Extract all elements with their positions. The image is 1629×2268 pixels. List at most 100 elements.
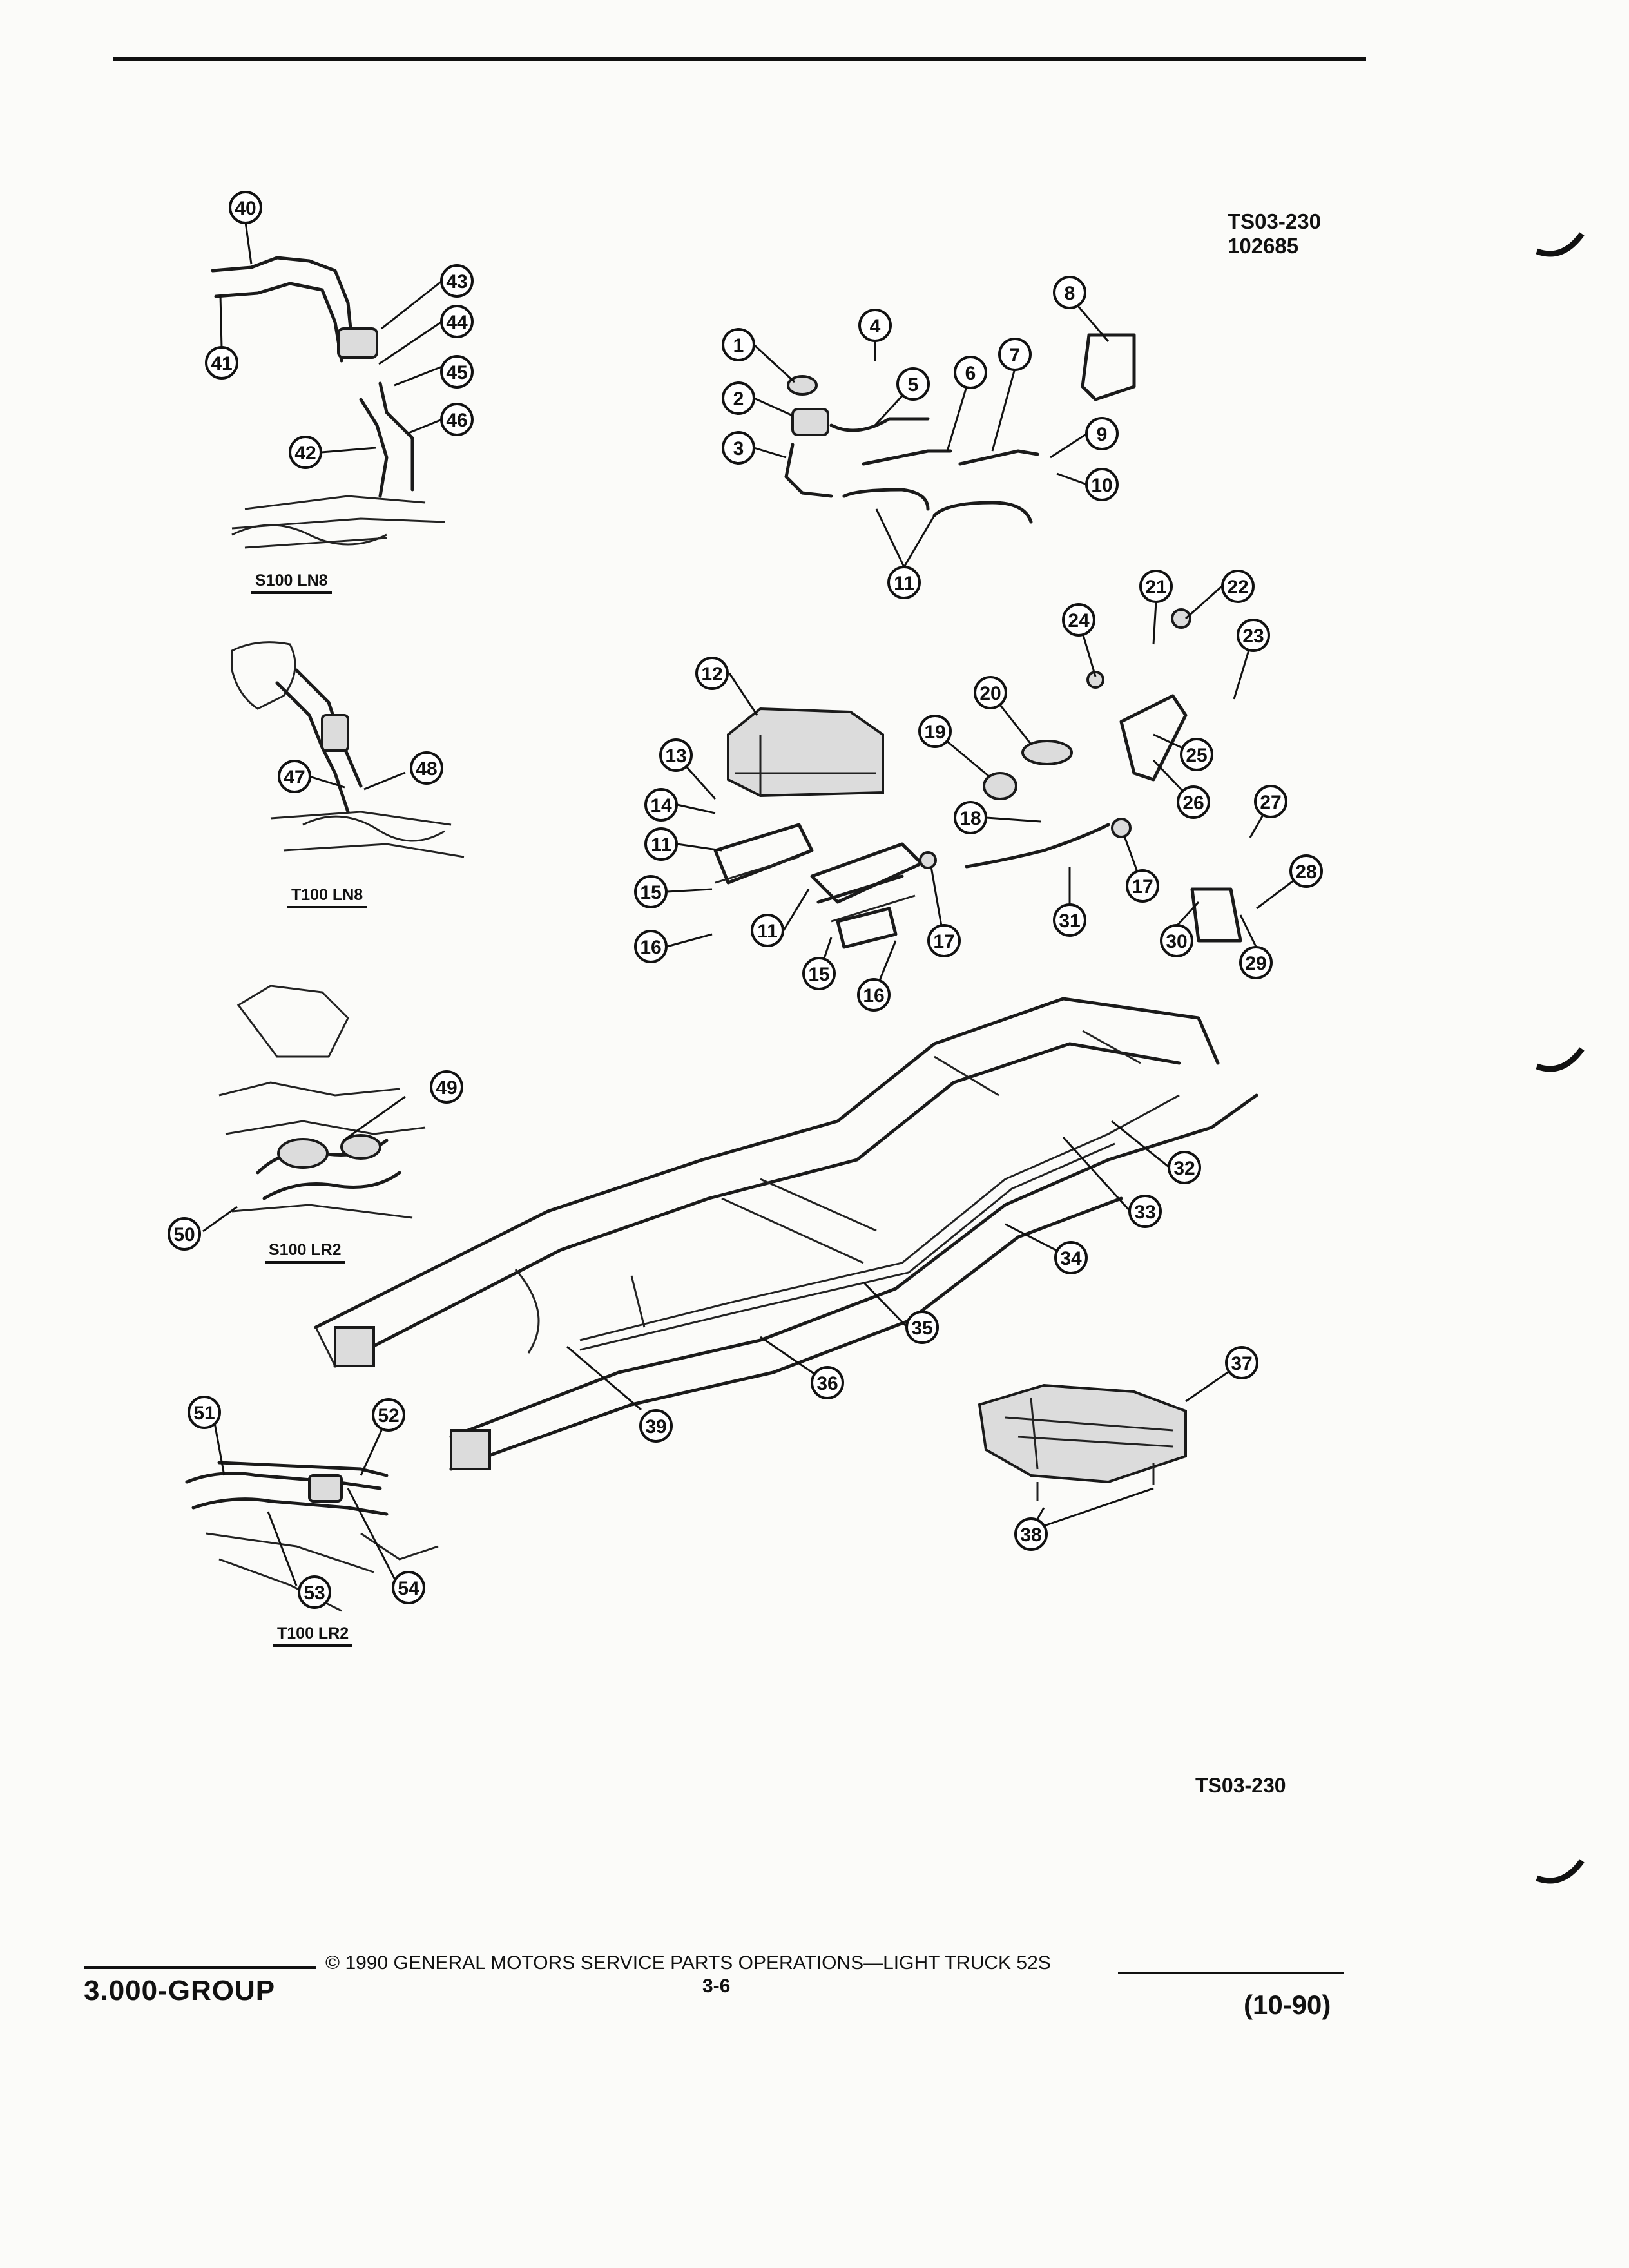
footer-revision-date: (10-90) — [1244, 1990, 1331, 2020]
callout-number: 29 — [1245, 953, 1266, 974]
callout-number: 21 — [1145, 577, 1166, 598]
callout-52: 52 — [372, 1398, 405, 1432]
callout-41: 41 — [205, 346, 238, 380]
callout-1: 1 — [722, 328, 755, 361]
callout-51: 51 — [188, 1396, 221, 1429]
callout-32: 32 — [1168, 1151, 1201, 1184]
callout-53: 53 — [298, 1575, 331, 1609]
callout-11c: 11 — [751, 914, 784, 947]
callout-48: 48 — [410, 751, 443, 785]
callout-16a: 16 — [634, 930, 668, 963]
callout-number: 50 — [173, 1224, 195, 1245]
binding-mark-3 — [1536, 1859, 1585, 1884]
callout-17b: 17 — [1126, 869, 1159, 903]
callout-number: 47 — [284, 767, 305, 788]
callout-49: 49 — [430, 1070, 463, 1104]
callout-46: 46 — [440, 403, 474, 436]
fuel-line-assembly-t100-ln8 — [231, 641, 465, 858]
callout-37: 37 — [1225, 1346, 1258, 1379]
callout-number: 40 — [235, 198, 256, 219]
footer-copyright: © 1990 GENERAL MOTORS SERVICE PARTS OPER… — [325, 1952, 1051, 1974]
figure-code-top: TS03-230 102685 — [1228, 209, 1321, 258]
callout-28: 28 — [1289, 854, 1323, 888]
fuel-sender-strap-group — [784, 333, 1136, 524]
exploded-parts-diagram: 40 41 42 43 44 45 46 47 48 49 50 51 52 5… — [168, 191, 1323, 1612]
callout-number: 54 — [398, 1578, 419, 1599]
callout-number: 39 — [645, 1416, 666, 1437]
view-label-t100-ln8: T100 LN8 — [287, 886, 367, 908]
callout-number: 15 — [808, 964, 829, 985]
callout-number: 15 — [640, 882, 661, 903]
callout-number: 33 — [1134, 1202, 1155, 1223]
callout-6: 6 — [954, 356, 987, 389]
fuel-tank-group — [713, 608, 1242, 949]
figure-code-bottom: TS03-230 — [1195, 1774, 1286, 1797]
callout-number: 49 — [436, 1077, 457, 1099]
callout-number: 34 — [1060, 1248, 1082, 1269]
callout-number: 24 — [1068, 610, 1090, 631]
callout-number: 6 — [965, 363, 976, 384]
callout-4: 4 — [858, 309, 892, 342]
binding-mark-1 — [1536, 232, 1585, 257]
callout-number: 22 — [1227, 577, 1248, 598]
callout-50: 50 — [168, 1217, 201, 1251]
callout-number: 42 — [294, 443, 316, 464]
callout-number: 20 — [979, 683, 1001, 704]
callout-number: 16 — [863, 985, 884, 1006]
callout-15a: 15 — [634, 875, 668, 908]
callout-22: 22 — [1221, 570, 1255, 603]
callout-29: 29 — [1239, 946, 1273, 979]
callout-number: 7 — [1010, 345, 1021, 366]
view-label-t100-lr2: T100 LR2 — [273, 1624, 353, 1647]
callout-number: 37 — [1231, 1353, 1252, 1374]
callout-number: 11 — [651, 834, 671, 856]
top-rule — [113, 57, 1366, 61]
figure-date-code: 102685 — [1228, 234, 1299, 258]
callout-number: 2 — [733, 389, 744, 410]
callout-42: 42 — [289, 436, 322, 469]
callout-33: 33 — [1128, 1195, 1162, 1228]
callout-38: 38 — [1014, 1517, 1048, 1551]
callout-12: 12 — [695, 657, 729, 690]
fuel-line-assembly-s100-ln8 — [211, 256, 445, 549]
callout-13: 13 — [659, 738, 693, 772]
callout-number: 28 — [1295, 861, 1316, 883]
callout-number: 51 — [193, 1403, 215, 1424]
callout-9: 9 — [1085, 417, 1119, 450]
callout-number: 45 — [446, 362, 467, 383]
callout-27: 27 — [1254, 785, 1287, 818]
callout-number: 1 — [733, 335, 744, 356]
callout-number: 23 — [1242, 626, 1264, 647]
callout-8: 8 — [1053, 276, 1086, 309]
callout-10: 10 — [1085, 468, 1119, 501]
callout-19: 19 — [918, 715, 952, 748]
callout-number: 48 — [416, 758, 437, 780]
callout-number: 17 — [1132, 876, 1153, 898]
callout-7: 7 — [998, 338, 1032, 371]
footer-group-number: 3.000-GROUP — [84, 1975, 276, 2006]
callout-5: 5 — [896, 367, 930, 401]
fuel-line-assembly-s100-lr2 — [218, 985, 426, 1219]
callout-number: 26 — [1182, 793, 1204, 814]
callout-54: 54 — [392, 1571, 425, 1604]
callout-number: 25 — [1186, 745, 1207, 766]
callout-number: 11 — [757, 921, 778, 942]
callout-number: 30 — [1166, 931, 1187, 952]
callout-24: 24 — [1062, 603, 1095, 637]
callout-number: 36 — [816, 1373, 838, 1394]
callout-44: 44 — [440, 305, 474, 338]
callout-number: 44 — [446, 312, 468, 333]
callout-31: 31 — [1053, 903, 1086, 937]
callout-25: 25 — [1180, 738, 1213, 771]
callout-number: 14 — [650, 795, 672, 816]
callout-36: 36 — [811, 1366, 844, 1399]
figure-code: TS03-230 — [1228, 209, 1321, 233]
callout-number: 13 — [665, 745, 686, 767]
footer-rule-right — [1118, 1972, 1344, 1974]
callout-43: 43 — [440, 264, 474, 298]
callout-18: 18 — [954, 801, 987, 834]
callout-number: 32 — [1173, 1158, 1195, 1179]
callout-20: 20 — [974, 676, 1007, 709]
callout-number: 8 — [1065, 283, 1075, 304]
